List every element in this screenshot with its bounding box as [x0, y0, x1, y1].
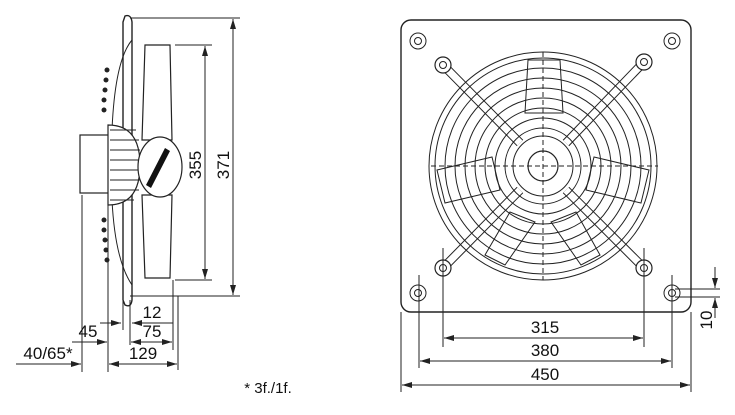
front-view: 315 380 450 10	[400, 19, 720, 392]
footnote: * 3f./1f.	[244, 380, 292, 397]
motor-body	[79, 134, 111, 194]
motor-fins	[110, 129, 140, 201]
side-view: 355 371 12 45 75 40/65* 129 * 3f./1f.	[16, 14, 292, 397]
mounting-plate-profile	[122, 14, 133, 307]
blade-pitch-mark	[146, 148, 170, 188]
dim-371: 371	[214, 151, 233, 179]
dim-450: 450	[531, 365, 559, 384]
dim-380: 380	[531, 341, 559, 360]
dim-45: 45	[79, 322, 98, 341]
guard-rings	[101, 67, 110, 263]
dim-129: 129	[129, 344, 157, 363]
dim-40-65: 40/65*	[23, 344, 73, 363]
dim-12: 12	[143, 303, 162, 322]
motor-finned	[107, 124, 141, 206]
dim-10: 10	[697, 311, 716, 330]
blade-upper	[141, 44, 173, 141]
dim-75: 75	[143, 322, 162, 341]
fan-blades	[436, 59, 650, 266]
guard-profile	[111, 39, 133, 286]
mounting-plate	[400, 19, 692, 313]
blade-lower	[141, 194, 173, 279]
dim-355: 355	[186, 151, 205, 179]
dim-315: 315	[531, 318, 559, 337]
